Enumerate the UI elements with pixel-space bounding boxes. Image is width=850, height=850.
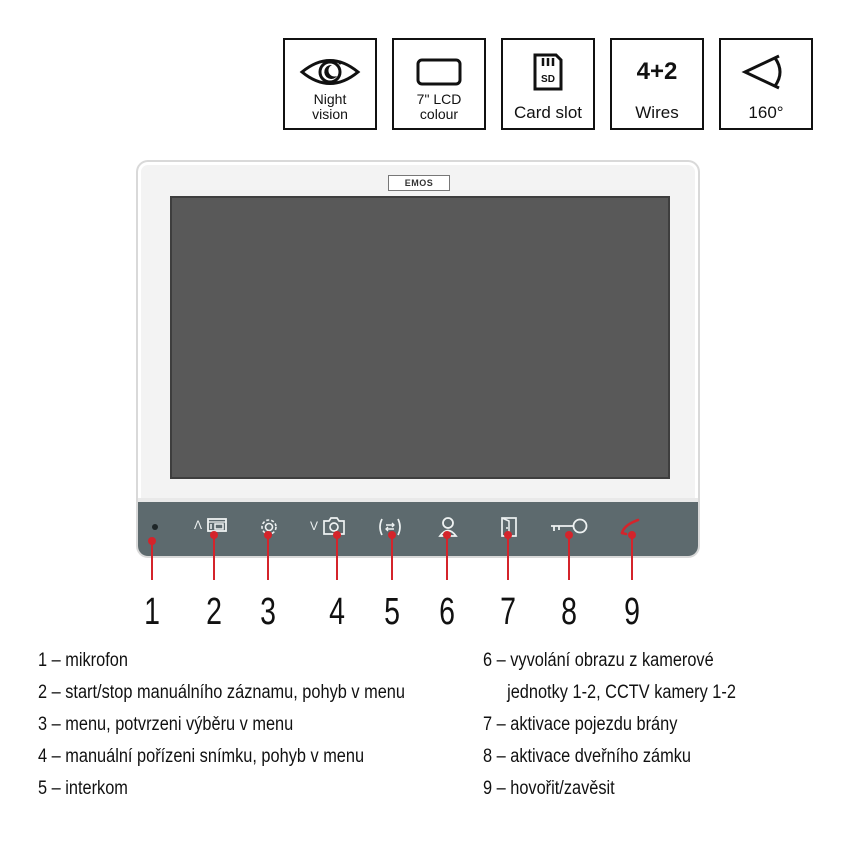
- intercom-monitor: EMOS Λ V: [136, 160, 700, 558]
- record-button[interactable]: Λ: [194, 516, 228, 534]
- legend-item: 7 – aktivace pojezdu brány: [483, 714, 678, 735]
- svg-text:SD: SD: [541, 74, 555, 85]
- handset-icon: [620, 518, 640, 536]
- callout-number-6: 6: [439, 591, 455, 633]
- brand-logo: EMOS: [388, 175, 450, 191]
- talk-hangup-button[interactable]: [618, 516, 642, 536]
- callout-line-1: [148, 537, 156, 580]
- lcd-screen-icon: [394, 50, 484, 94]
- callout-number-3: 3: [260, 591, 276, 633]
- door-lock-button[interactable]: [549, 516, 589, 536]
- intercom-button[interactable]: [376, 516, 404, 538]
- callout-number-5: 5: [384, 591, 400, 633]
- callout-line-3: [264, 531, 272, 580]
- legend-left: 1 – mikrofon 2 – start/stop manuálního z…: [38, 645, 465, 805]
- feature-label: Card slot: [513, 103, 583, 122]
- legend-item: 1 – mikrofon: [38, 650, 128, 671]
- feature-label: Wires: [635, 103, 679, 122]
- legend-item: 2 – start/stop manuálního záznamu, pohyb…: [38, 682, 405, 703]
- person-icon: [438, 517, 458, 537]
- intercom-icon: [379, 518, 401, 536]
- feature-label: 160°: [748, 103, 784, 122]
- legend-item: 6 – vyvolání obrazu z kamerové: [483, 650, 714, 671]
- monitor-camera-button[interactable]: [438, 516, 458, 538]
- night-vision-eye-moon-icon: [285, 50, 375, 94]
- legend-item: 5 – interkom: [38, 778, 128, 799]
- callout-number-9: 9: [624, 591, 640, 633]
- lcd-screen: [170, 196, 670, 479]
- control-panel: Λ V: [138, 502, 698, 556]
- legend-item: 8 – aktivace dveřního zámku: [483, 746, 691, 767]
- callout-line-2: [210, 531, 218, 580]
- callout-line-8: [565, 531, 573, 580]
- callout-number-4: 4: [329, 591, 345, 633]
- microphone-hole-icon: [152, 524, 158, 530]
- callout-line-9: [628, 531, 636, 580]
- legend-right: 6 – vyvolání obrazu z kamerové jednotky …: [483, 645, 777, 805]
- legend-item-continuation: jednotky 1-2, CCTV kamery 1-2: [507, 682, 736, 703]
- legend-item: 3 – menu, potvrzeni výběru v menu: [38, 714, 294, 735]
- feature-card-slot: SD Card slot: [501, 38, 595, 130]
- callout-line-7: [504, 531, 512, 580]
- callout-number-7: 7: [500, 591, 516, 633]
- callout-number-8: 8: [561, 591, 577, 633]
- record-video-icon: [207, 518, 227, 532]
- feature-viewing-angle: 160°: [719, 38, 813, 130]
- panel-edge: [138, 498, 698, 502]
- callout-line-6: [443, 531, 451, 580]
- callout-line-5: [388, 531, 396, 580]
- key-icon: [551, 518, 588, 534]
- callout-line-4: [333, 531, 341, 580]
- wires-text: 4+2: [636, 58, 678, 85]
- callout-number-2: 2: [206, 591, 222, 633]
- legend-item: 9 – hovořit/zavěsit: [483, 778, 615, 799]
- sd-card-icon: SD: [503, 50, 593, 94]
- feature-wires: 4+2 Wires: [610, 38, 704, 130]
- viewing-angle-icon: [721, 50, 811, 94]
- callout-number-1: 1: [144, 591, 160, 633]
- legend-item: 4 – manuální pořízeni snímku, pohyb v me…: [38, 746, 365, 767]
